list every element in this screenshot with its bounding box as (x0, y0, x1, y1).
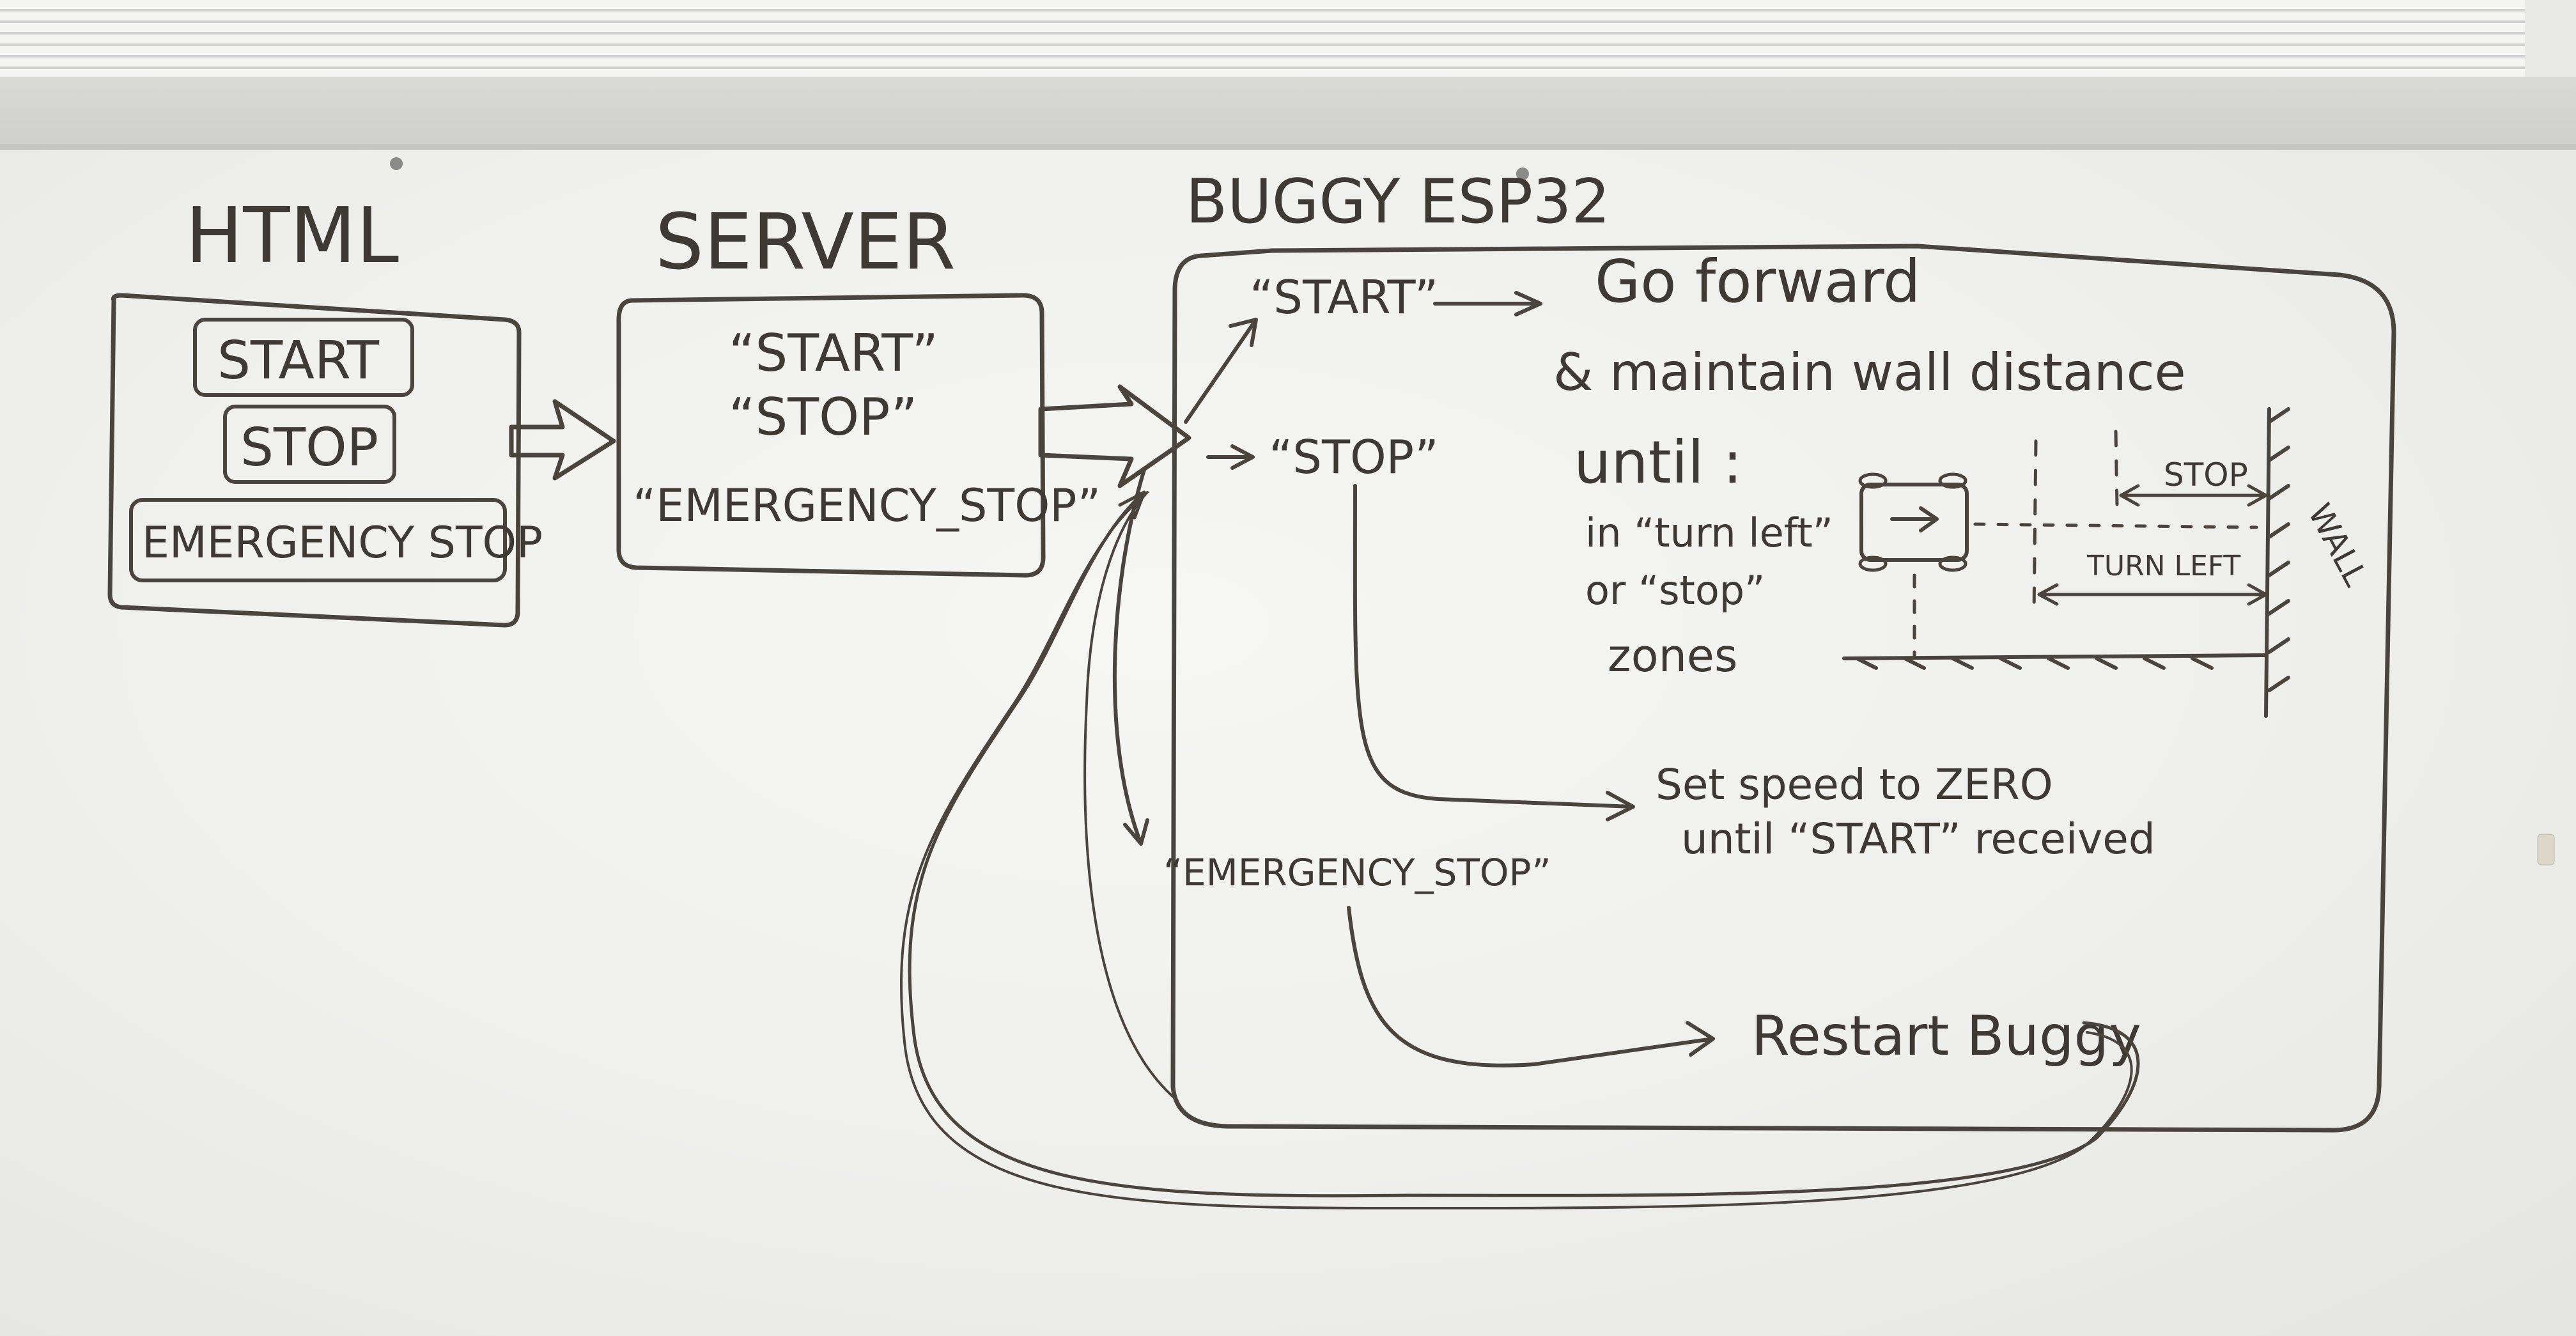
stop-action-line-2: until “START” received (1681, 814, 2155, 864)
start-action-line-2: & maintain wall distance (1553, 343, 2186, 402)
floor-hatching (1842, 653, 2268, 670)
eraser-icon (2537, 834, 2555, 866)
turn-zone-arrow (2037, 583, 2268, 606)
stop-zone-boundary (2114, 430, 2119, 507)
emergency-button-outline (129, 498, 507, 582)
turn-zone-label: TURN LEFT (2086, 550, 2240, 582)
emergency-to-action-arrow (1347, 906, 1715, 1068)
buggy-start-message: “START” (1250, 270, 1438, 324)
server-box (616, 293, 1046, 578)
start-action-line-1: Go forward (1595, 247, 1921, 316)
wall-label: WALL (2301, 497, 2374, 592)
buggy-box (1170, 244, 2396, 1133)
html-to-server-arrow (509, 399, 616, 481)
server-message-emergency: “EMERGENCY_STOP” (633, 479, 1101, 532)
stop-branch-arrow (1206, 444, 1255, 470)
until-label: until : (1574, 428, 1742, 497)
wall-zone-sketch: STOP TURN LEFT WALL (1842, 407, 2375, 718)
wheel-icon (1858, 555, 1888, 572)
stop-action-line-1: Set speed to ZERO (1656, 760, 2053, 809)
html-box (107, 293, 522, 628)
emergency-action: Restart Buggy (1751, 1004, 2141, 1068)
wheel-icon (1938, 555, 1967, 572)
server-to-buggy-arrow (1038, 384, 1191, 488)
start-button-outline (193, 318, 414, 397)
turn-zone-boundary (2032, 439, 2038, 616)
server-message-start: “START” (729, 323, 938, 383)
direction-arrow-icon (1890, 506, 1939, 532)
stop-zone-arrow (2119, 484, 2268, 507)
wheel-icon (1938, 472, 1967, 489)
stop-zone-label: STOP (2164, 456, 2248, 493)
until-line-3: zones (1608, 630, 1737, 682)
center-line (1973, 522, 2258, 529)
magnet-icon (390, 157, 403, 170)
restart-loop-arrow-trace (900, 499, 2133, 1210)
restart-inner-loop (1083, 491, 1177, 1101)
whiteboard (0, 144, 2576, 1336)
until-line-1: in “turn left” (1585, 509, 1833, 556)
buggy-emergency-message: “EMERGENCY_STOP” (1163, 851, 1551, 894)
wall-above-board (0, 77, 2576, 147)
html-title: HTML (185, 192, 399, 281)
stop-button-outline (223, 405, 396, 484)
server-message-stop: “STOP” (729, 387, 917, 447)
wall-hatching (2264, 407, 2290, 718)
start-to-action-arrow (1433, 291, 1542, 316)
emergency-branch-arrow (1112, 468, 1149, 846)
buggy-stop-message: “STOP” (1269, 430, 1439, 484)
buggy-car-icon (1859, 483, 1969, 562)
html-start-button[interactable]: START (217, 330, 380, 391)
magnet-icon (1516, 167, 1529, 180)
start-branch-arrow (1184, 318, 1258, 424)
buggy-title: BUGGY ESP32 (1186, 167, 1610, 237)
html-stop-button[interactable]: STOP (240, 417, 378, 478)
server-title: SERVER (655, 198, 956, 287)
stop-to-action-arrow (1353, 484, 1635, 821)
until-line-2: or “stop” (1585, 567, 1765, 614)
wheel-icon (1858, 472, 1888, 489)
html-emergency-button[interactable]: EMERGENCY STOP (142, 518, 543, 568)
